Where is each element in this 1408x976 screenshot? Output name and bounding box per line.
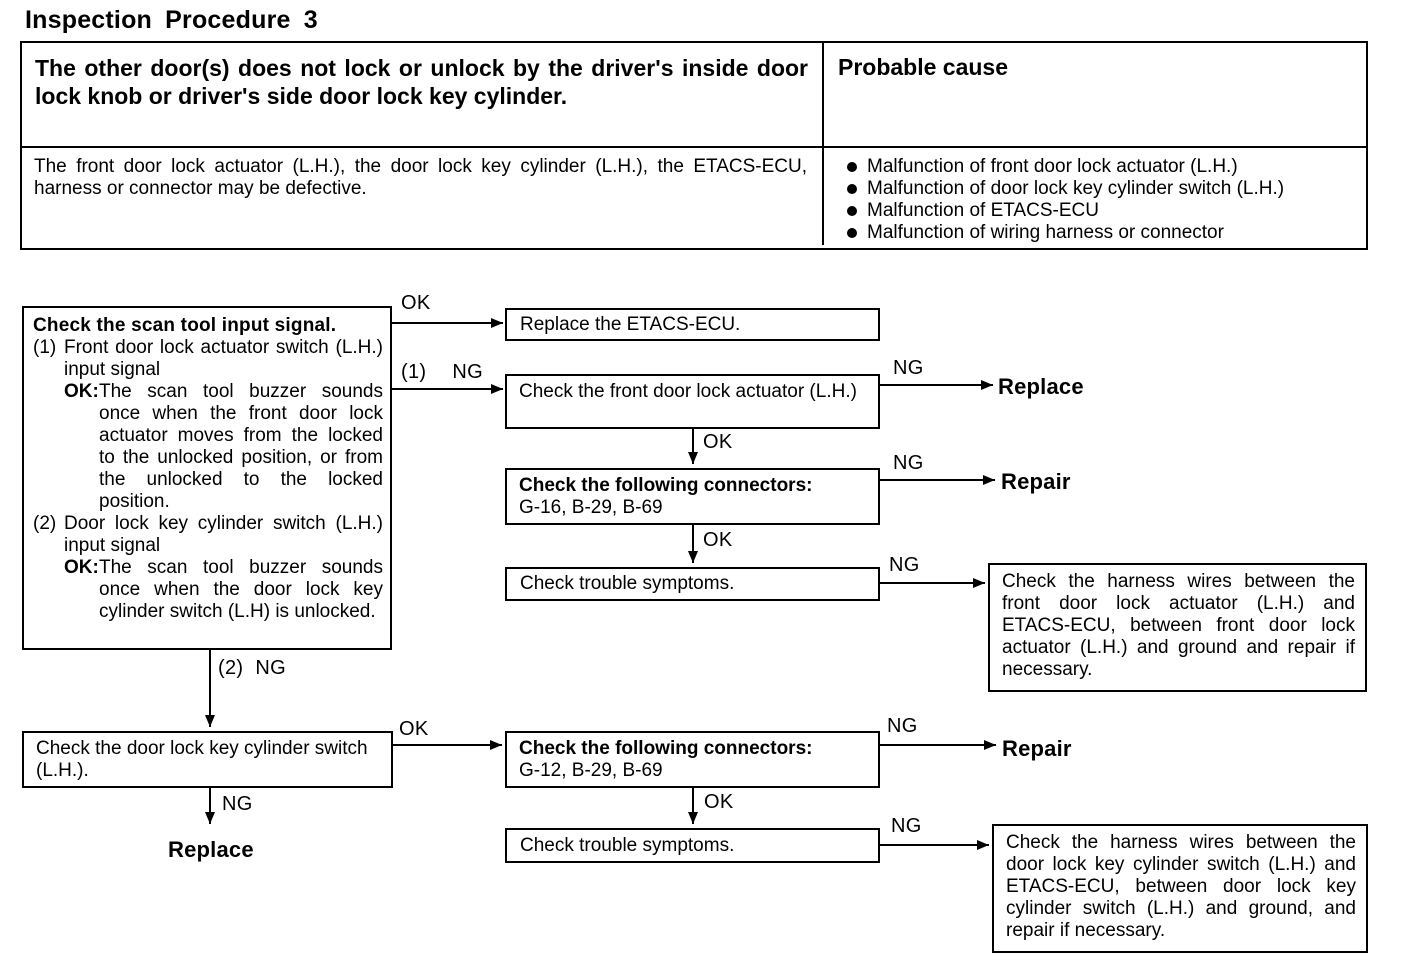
- flow-box-scan-tool: Check the scan tool input signal. (1) Fr…: [22, 306, 392, 650]
- comment-cell: The front door lock actuator (L.H.), the…: [22, 148, 824, 245]
- edge-label-ok: OK: [399, 718, 429, 740]
- flow-box-symptoms-2: Check trouble symptoms.: [505, 828, 880, 863]
- symptom-table: The other door(s) does not lock or unloc…: [20, 41, 1368, 250]
- edge-label-ng: NG: [893, 357, 924, 379]
- scan-tool-item-2: (2) Door lock key cylinder switch (L.H.)…: [33, 513, 383, 556]
- edge-label-ng: NG: [893, 452, 924, 474]
- scan-tool-item-2-ok: OK: The scan tool buzzer sounds once whe…: [64, 557, 383, 622]
- causes-cell: Malfunction of front door lock actuator …: [824, 148, 1366, 245]
- probable-cause-cell: Probable cause: [824, 43, 1366, 146]
- bullet-icon: [847, 206, 857, 216]
- probable-cause-header: Probable cause: [838, 54, 1009, 80]
- flow-box-symptoms-1: Check trouble symptoms.: [505, 567, 880, 601]
- flow-box-harness-2: Check the harness wires between the door…: [992, 824, 1368, 953]
- edge-label-1-ng: (1)NG: [401, 361, 483, 383]
- cause-list: Malfunction of front door lock actuator …: [824, 148, 1366, 244]
- flow-box-connectors-1: Check the following connectors: G-16, B-…: [505, 468, 880, 525]
- bullet-icon: [847, 184, 857, 194]
- edge-label-ok: OK: [703, 431, 733, 453]
- flow-box-key-cylinder: Check the door lock key cylinder switch …: [22, 731, 393, 788]
- cause-item: Malfunction of door lock key cylinder sw…: [847, 178, 1358, 200]
- edge-label-ok: OK: [703, 529, 733, 551]
- scan-tool-item-1: (1) Front door lock actuator switch (L.H…: [33, 337, 383, 380]
- cause-item: Malfunction of front door lock actuator …: [847, 156, 1358, 178]
- edge-label-ng: NG: [887, 715, 918, 737]
- symptom-table-body-row: The front door lock actuator (L.H.), the…: [22, 148, 1366, 245]
- edge-label-ok: OK: [401, 292, 431, 314]
- flow-box-connectors-2: Check the following connectors: G-12, B-…: [505, 731, 880, 788]
- edge-label-ng: NG: [222, 793, 253, 815]
- flow-box-harness-1: Check the harness wires between the fron…: [988, 563, 1367, 692]
- terminal-replace-1: Replace: [998, 374, 1084, 399]
- flow-box-replace-etacs: Replace the ETACS-ECU.: [505, 308, 880, 341]
- terminal-repair-2: Repair: [1002, 736, 1072, 761]
- terminal-repair-1: Repair: [1001, 469, 1071, 494]
- cause-item: Malfunction of wiring harness or connect…: [847, 222, 1358, 244]
- page-title: Inspection Procedure 3: [25, 6, 318, 34]
- scan-tool-title: Check the scan tool input signal.: [33, 315, 337, 336]
- edge-label-ok: OK: [704, 791, 734, 813]
- scan-tool-item-1-ok: OK: The scan tool buzzer sounds once whe…: [64, 381, 383, 512]
- symptom-table-header-row: The other door(s) does not lock or unloc…: [22, 43, 1366, 148]
- symptom-cell: The other door(s) does not lock or unloc…: [22, 43, 824, 146]
- bullet-icon: [847, 228, 857, 238]
- symptom-text: The other door(s) does not lock or unloc…: [35, 55, 808, 109]
- flow-box-check-actuator: Check the front door lock actuator (L.H.…: [505, 374, 880, 429]
- edge-label-ng: NG: [889, 554, 920, 576]
- bullet-icon: [847, 162, 857, 172]
- edge-label-ng: NG: [891, 815, 922, 837]
- terminal-replace-2: Replace: [168, 837, 254, 862]
- edge-label-2-ng: (2)NG: [218, 657, 286, 679]
- cause-item: Malfunction of ETACS-ECU: [847, 200, 1358, 222]
- comment-text: The front door lock actuator (L.H.), the…: [34, 156, 807, 199]
